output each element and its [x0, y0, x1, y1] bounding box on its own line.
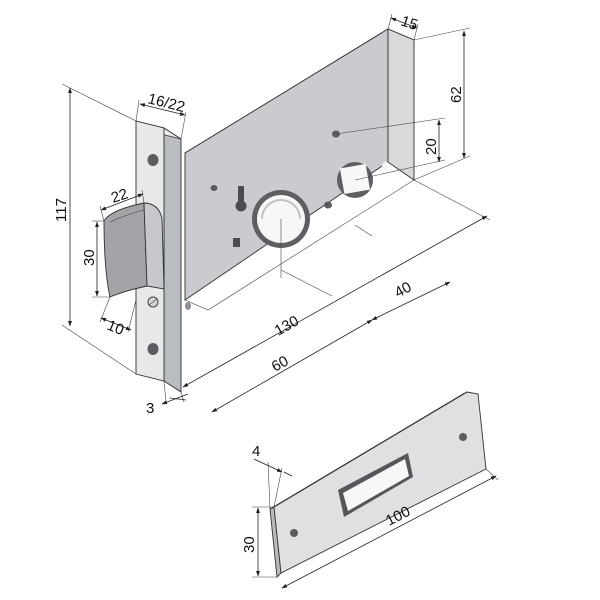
latch-bolt-side	[143, 202, 165, 290]
case-screw-hole-icon	[324, 201, 332, 209]
label-spindle-offset: 20	[423, 138, 440, 155]
label-faceplate-height: 117	[53, 198, 70, 222]
faceplate-side	[163, 127, 182, 393]
latch-bolt-front	[103, 202, 148, 298]
label-strike-thickness: 4	[252, 443, 260, 460]
latch-bolt	[103, 202, 165, 298]
strike-screw-hole-icon	[290, 529, 298, 537]
label-latch-projection: 22	[109, 185, 130, 206]
dimension-lines	[61, 13, 499, 589]
label-strike-height: 30	[241, 536, 258, 553]
faceplate-screw-hole-icon	[147, 154, 159, 166]
case-right-face	[387, 28, 415, 181]
label-faceplate-thickness: 3	[146, 400, 154, 417]
label-case-height: 62	[448, 86, 465, 103]
strike-screw-hole-icon	[459, 433, 467, 441]
faceplate-side-screw-icon	[185, 302, 191, 310]
strike-plate	[269, 391, 487, 578]
label-latch-height: 30	[81, 249, 98, 266]
lock-case	[184, 28, 415, 311]
label-lock-length: 130	[272, 312, 302, 339]
faceplate-screw-hole-icon	[147, 343, 159, 355]
label-backset: 60	[269, 353, 292, 376]
case-screw-hole-icon	[382, 162, 390, 170]
label-latch-offset: 10	[105, 317, 127, 339]
case-screw-hole-icon	[210, 185, 218, 191]
label-faceplate-width: 16/22	[146, 90, 187, 116]
label-hub-to-spindle: 40	[392, 279, 415, 302]
label-case-depth: 15	[399, 13, 420, 34]
dimension-labels: 16/22 15 62 117 22 30 10 20 130 40 60 3 …	[53, 13, 465, 553]
